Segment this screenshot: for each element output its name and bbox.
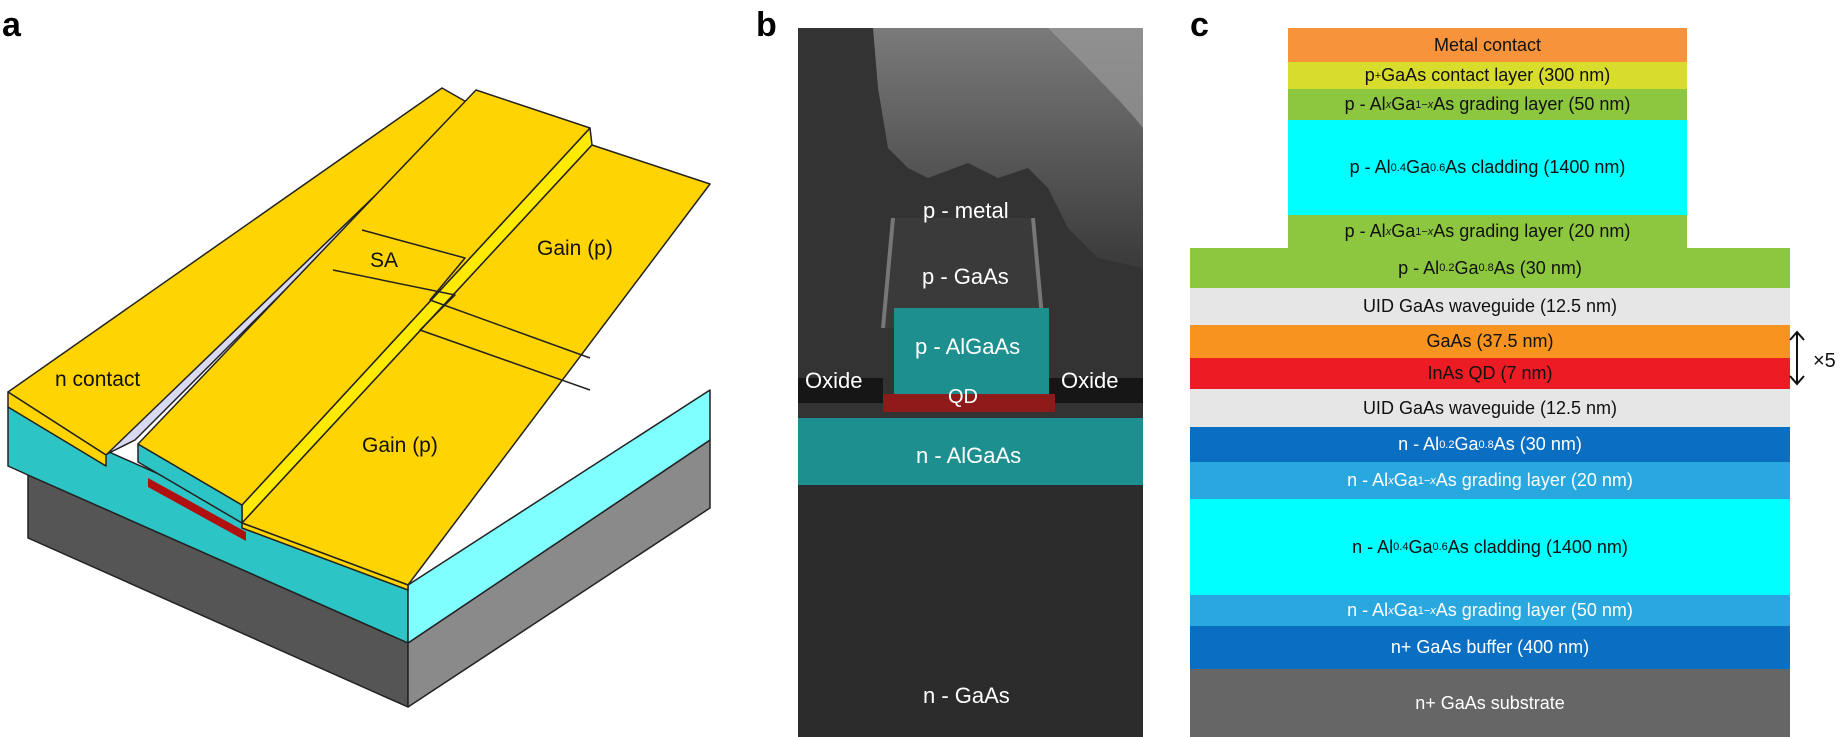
n-contact-front: [7, 391, 107, 467]
panel-letter-a: a: [2, 6, 21, 44]
sem-oxide-left-band: [798, 378, 883, 403]
sem-ridge-body: [883, 218, 1043, 328]
sem-cross-section: p - metal p - GaAs p - AlGaAs Oxide Oxid…: [798, 28, 1143, 737]
layer-7: UID GaAs waveguide (12.5 nm): [1190, 288, 1790, 325]
panel-letter-b: b: [756, 6, 777, 44]
layer-16: n+ GaAs substrate: [1190, 669, 1790, 737]
layer-1: Metal contact: [1288, 28, 1687, 62]
sem-metal-debris: [873, 28, 1143, 268]
gain-upper-label: Gain (p): [537, 237, 613, 260]
sem-oxide-left-label: Oxide: [805, 368, 863, 393]
sa-division-lower: [361, 229, 591, 359]
layer-15: n+ GaAs buffer (400 nm): [1190, 626, 1790, 669]
sem-n-gaas-region: [798, 485, 1143, 737]
sa-label: SA: [370, 249, 398, 272]
device-schematic-3d: n contact SA Gain (p) Gain (p): [7, 87, 711, 708]
sem-p-gaas-label: p - GaAs: [922, 264, 1009, 289]
gain-lower-label: Gain (p): [362, 434, 438, 457]
repeat-count-label: ×5: [1813, 350, 1836, 372]
sem-p-metal-label: p - metal: [923, 198, 1009, 223]
panel-letter-c: c: [1190, 6, 1209, 44]
n-contact-label: n contact: [55, 368, 140, 391]
qd-active-stripe: [148, 478, 246, 541]
repeat-arrow-icon: [1789, 330, 1805, 386]
layer-10: UID GaAs waveguide (12.5 nm): [1190, 389, 1790, 427]
sem-metal-texture: [1048, 28, 1143, 128]
sem-oxide-right-label: Oxide: [1061, 368, 1119, 393]
ridge-top: [137, 89, 591, 506]
sem-oxide-right-band: [1043, 378, 1143, 403]
gain-section-front: [241, 522, 409, 591]
sem-p-algaas-region: [894, 308, 1049, 394]
sem-n-algaas-label: n - AlGaAs: [916, 443, 1022, 468]
cladding-side-face: [407, 389, 711, 644]
layer-8: GaAs (37.5 nm): [1190, 325, 1790, 358]
sem-qd-region: [883, 394, 1055, 412]
sem-p-algaas-label: p - AlGaAs: [915, 334, 1021, 359]
layer-9: InAs QD (7 nm): [1190, 358, 1790, 389]
sem-n-algaas-region: [798, 418, 1143, 485]
layer-2: p+ GaAs contact layer (300 nm): [1288, 62, 1687, 89]
sem-n-gaas-label: n - GaAs: [923, 683, 1010, 708]
sem-image: [798, 28, 1143, 737]
sa-division-upper: [332, 269, 591, 391]
sem-qd-label: QD: [948, 386, 978, 408]
